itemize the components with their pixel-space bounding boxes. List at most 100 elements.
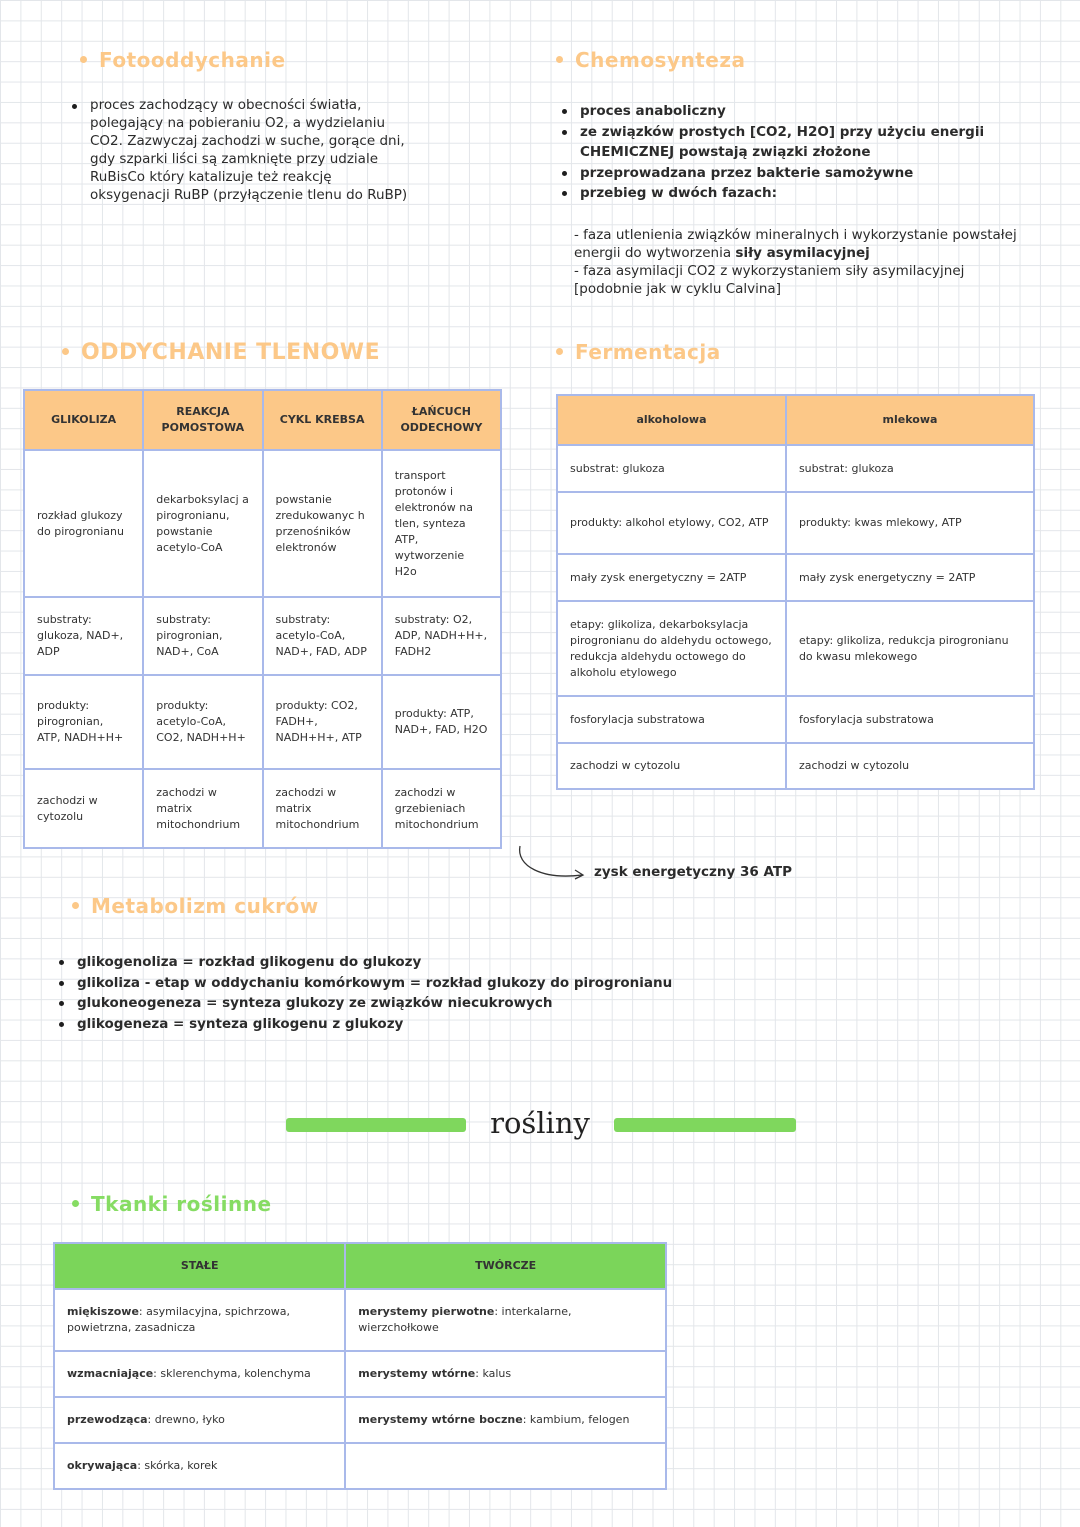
tissues-header: TWÓRCZE (344, 1242, 667, 1290)
tissue-types: : skórka, korek (137, 1459, 218, 1472)
chemosynthesis-phase-1: - faza utlenienia związków mineralnych i… (574, 226, 1034, 262)
bullet-dot (80, 56, 87, 63)
table-cell: produkty: kwas mlekowy, ATP (784, 491, 1036, 555)
aerobic-header-row: GLIKOLIZA REAKCJA POMOSTOWA CYKL KREBSA … (22, 389, 503, 451)
tissue-types: : drewno, łyko (147, 1413, 225, 1426)
table-cell: substrat: glukoza (784, 444, 1036, 493)
aerobic-heading: ODDYCHANIE TLENOWE (62, 340, 380, 365)
table-cell: zachodzi w matrix mitochondrium (261, 768, 383, 849)
tissue-name: przewodząca (67, 1413, 148, 1426)
tissue-types: : kalus (475, 1367, 512, 1380)
table-cell (344, 1442, 667, 1490)
table-cell: powstanie zredukowanyc h przenośników el… (261, 449, 383, 598)
tissues-header: STAŁE (52, 1242, 347, 1290)
aerobic-table: GLIKOLIZA REAKCJA POMOSTOWA CYKL KREBSA … (22, 389, 503, 849)
table-cell: etapy: glikoliza, dekarboksylacja pirogr… (556, 600, 787, 697)
table-row: rozkład glukozy do pirogronianu dekarbok… (22, 449, 503, 598)
sugar-bullet: glikogenoliza = rozkład glikogenu do glu… (57, 952, 757, 973)
aerobic-header: REAKCJA POMOSTOWA (142, 389, 264, 451)
chemosynthesis-phase-2: - faza asymilacji CO2 z wykorzystaniem s… (574, 263, 965, 297)
aerobic-title: ODDYCHANIE TLENOWE (81, 340, 381, 365)
fermentation-title: Fermentacja (575, 340, 721, 364)
table-cell: zachodzi w grzebieniach mitochondrium (380, 768, 503, 849)
table-cell: produkty: pirogronian, ATP, NADH+H+ (22, 674, 145, 770)
tissues-header-row: STAŁE TWÓRCZE (52, 1242, 667, 1290)
table-cell: merystemy wtórne: kalus (344, 1350, 667, 1398)
table-cell: zachodzi w matrix mitochondrium (142, 768, 264, 849)
table-cell: wzmacniające: sklerenchyma, kolenchyma (52, 1350, 347, 1398)
tissue-name: merystemy wtórne boczne (358, 1413, 523, 1426)
table-cell: fosforylacja substratowa (556, 695, 787, 744)
fermentation-header-row: alkoholowa mlekowa (556, 394, 1036, 446)
table-row: substrat: glukoza substrat: glukoza (556, 444, 1036, 493)
table-cell: okrywająca: skórka, korek (52, 1442, 347, 1490)
fermentation-header: alkoholowa (556, 394, 787, 446)
table-cell: zachodzi w cytozolu (22, 768, 145, 849)
table-cell: przewodząca: drewno, łyko (52, 1396, 347, 1444)
chemosynthesis-bullet: ze związków prostych [CO2, H2O] przy uży… (560, 122, 1000, 163)
chemosynthesis-phases: - faza utlenienia związków mineralnych i… (574, 226, 1034, 298)
table-row: przewodząca: drewno, łyko merystemy wtór… (52, 1396, 667, 1444)
photorespiration-text-block: proces zachodzący w obecności światła, p… (70, 96, 415, 204)
table-row: zachodzi w cytozolu zachodzi w cytozolu (556, 742, 1036, 790)
chemosynthesis-heading: Chemosynteza (556, 48, 746, 72)
table-cell: fosforylacja substratowa (784, 695, 1036, 744)
table-cell: substraty: pirogronian, NAD+, CoA (142, 596, 264, 676)
chemosynthesis-bullets: proces anaboliczny ze związków prostych … (560, 101, 1000, 204)
chemosynthesis-bullet: przeprowadzana przez bakterie samożywne (560, 163, 1000, 184)
bullet-dot (556, 56, 563, 63)
tissue-name: merystemy wtórne (358, 1367, 476, 1380)
table-row: substraty: glukoza, NAD+, ADP substraty:… (22, 596, 503, 676)
fermentation-heading: Fermentacja (556, 340, 721, 364)
table-row: miękiszowe: asymilacyjna, spichrzowa, po… (52, 1288, 667, 1352)
bullet-dot (556, 348, 563, 355)
chemosynthesis-bullet: przebieg w dwóch fazach: (560, 183, 1000, 204)
energy-gain-text: zysk energetyczny 36 ATP (594, 864, 792, 880)
table-row: okrywająca: skórka, korek (52, 1442, 667, 1490)
fermentation-table: alkoholowa mlekowa substrat: glukoza sub… (556, 394, 1036, 790)
sugar-bullets: glikogenoliza = rozkład glikogenu do glu… (57, 952, 757, 1034)
table-row: produkty: pirogronian, ATP, NADH+H+ prod… (22, 674, 503, 770)
table-cell: transport protonów i elektronów na tlen,… (380, 449, 503, 598)
chemosynthesis-title: Chemosynteza (575, 48, 746, 72)
chemosynthesis-bullet: proces anaboliczny (560, 101, 1000, 122)
table-cell: merystemy pierwotne: interkalarne, wierz… (344, 1288, 667, 1352)
aerobic-header: GLIKOLIZA (22, 389, 145, 451)
sugar-heading: Metabolizm cukrów (72, 894, 319, 918)
curved-arrow-icon (519, 845, 585, 880)
table-cell: substraty: acetylo-CoA, NAD+, FAD, ADP (261, 596, 383, 676)
fermentation-header: mlekowa (784, 394, 1036, 446)
bullet-dot (62, 347, 69, 355)
table-cell: produkty: acetylo-CoA, CO2, NADH+H+ (142, 674, 264, 770)
table-row: mały zysk energetyczny = 2ATP mały zysk … (556, 553, 1036, 602)
table-row: zachodzi w cytozolu zachodzi w matrix mi… (22, 768, 503, 849)
plants-banner-title: rośliny (490, 1106, 590, 1140)
tissues-heading: Tkanki roślinne (72, 1192, 272, 1216)
tissue-types: : sklerenchyma, kolenchyma (153, 1367, 311, 1380)
sugar-bullet: glukoneogeneza = synteza glukozy ze zwią… (57, 993, 757, 1014)
sugar-bullet: glikogeneza = synteza glikogenu z glukoz… (57, 1014, 757, 1035)
tissue-types: : interkalarne, wierzchołkowe (358, 1305, 572, 1334)
tissue-types: : kambium, felogen (522, 1413, 630, 1426)
photorespiration-title: Fotooddychanie (99, 48, 286, 72)
table-cell: zachodzi w cytozolu (556, 742, 787, 790)
table-cell: substrat: glukoza (556, 444, 787, 493)
table-row: etapy: glikoliza, dekarboksylacja pirogr… (556, 600, 1036, 697)
table-cell: produkty: alkohol etylowy, CO2, ATP (556, 491, 787, 555)
aerobic-header: CYKL KREBSA (261, 389, 383, 451)
table-cell: substraty: glukoza, NAD+, ADP (22, 596, 145, 676)
tissue-name: wzmacniające (67, 1367, 154, 1380)
table-row: fosforylacja substratowa fosforylacja su… (556, 695, 1036, 744)
tissue-name: miękiszowe (67, 1305, 139, 1318)
bullet-dot (72, 1200, 79, 1207)
table-cell: substraty: O2, ADP, NADH+H+, FADH2 (380, 596, 503, 676)
table-row: produkty: alkohol etylowy, CO2, ATP prod… (556, 491, 1036, 555)
table-cell: mały zysk energetyczny = 2ATP (784, 553, 1036, 602)
phase-1-bold: siły asymilacyjnej (735, 245, 870, 261)
banner-brush-right (614, 1118, 796, 1132)
table-cell: mały zysk energetyczny = 2ATP (556, 553, 787, 602)
table-row: wzmacniające: sklerenchyma, kolenchyma m… (52, 1350, 667, 1398)
tissues-title: Tkanki roślinne (91, 1192, 272, 1216)
photorespiration-heading: Fotooddychanie (80, 48, 286, 72)
tissues-table: STAŁE TWÓRCZE miękiszowe: asymilacyjna, … (52, 1242, 667, 1490)
